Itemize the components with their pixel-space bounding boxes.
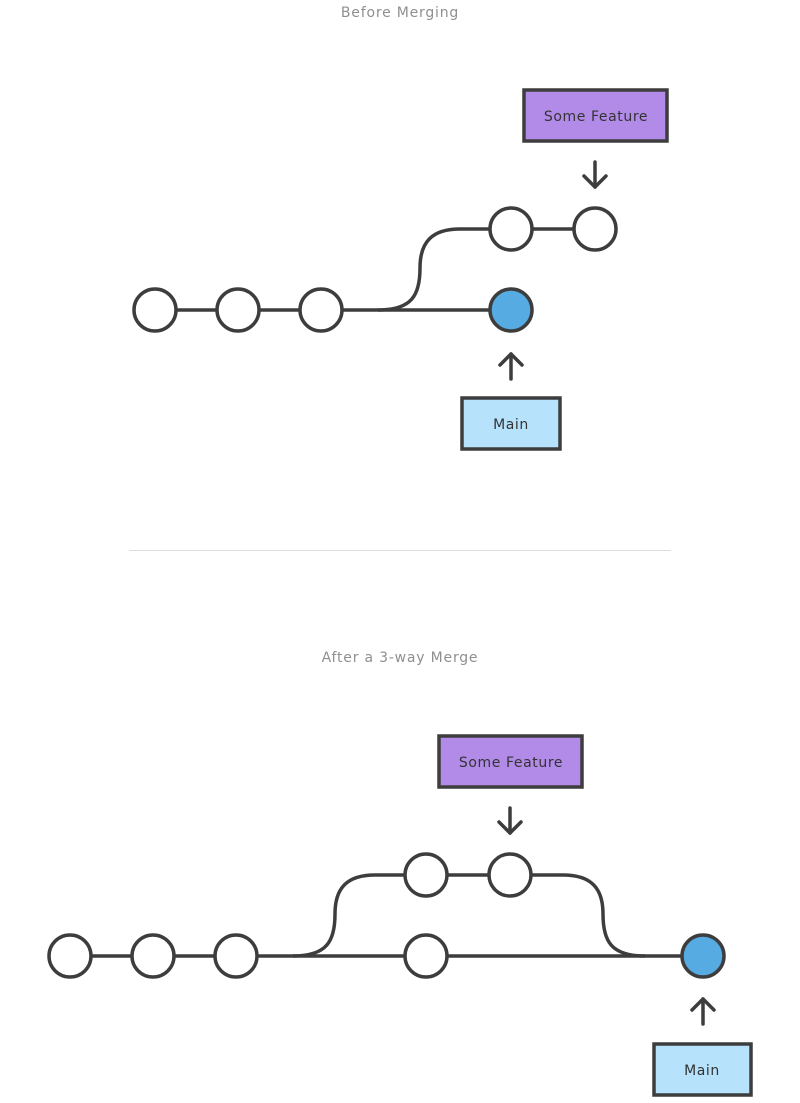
feature-tip-commit [487,852,533,898]
arrow-down-icon [497,806,523,835]
commit-node [47,933,93,979]
main-commit-node [403,933,449,979]
commit-node [132,287,178,333]
main-head-commit [488,287,534,333]
section-divider [129,550,671,551]
main-label-text: Main [493,417,529,433]
feature-tip-commit [572,206,618,252]
some-feature-label-text: Some Feature [544,109,648,125]
branch-lines [91,873,682,958]
commit-node [130,933,176,979]
before-merging-caption: Before Merging [340,5,460,21]
main-branch-label: Main [652,1042,753,1097]
arrow-up-icon [690,997,716,1026]
arrow-up-icon [498,352,524,381]
after-merge-diagram: Some Feature Main [0,700,800,1103]
after-merge-caption: After a 3-way Merge [321,650,479,666]
feature-branch-curve [377,227,490,312]
commit-node [213,933,259,979]
merge-curve [531,873,646,958]
main-branch-label: Main [460,396,562,451]
feature-branch-curve [292,873,405,958]
before-merge-diagram: Some Feature Main [0,0,800,540]
main-label-text: Main [684,1063,720,1079]
some-feature-label-text: Some Feature [459,755,563,771]
some-feature-branch-label: Some Feature [437,734,584,789]
some-feature-branch-label: Some Feature [522,88,669,143]
commit-node [298,287,344,333]
feature-commit-node [488,206,534,252]
arrow-down-icon [582,160,608,189]
merge-commit [680,933,726,979]
feature-commit-node [403,852,449,898]
commit-node [215,287,261,333]
